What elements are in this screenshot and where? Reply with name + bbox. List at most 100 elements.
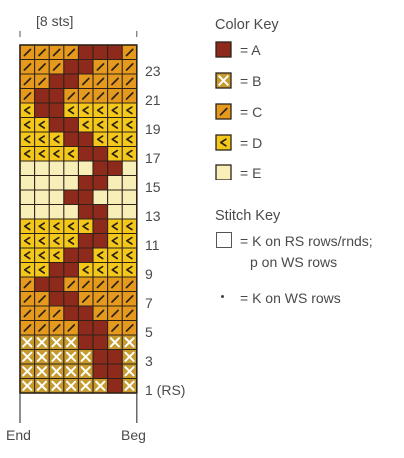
chart-cell: [49, 219, 64, 234]
chart-cell: [49, 175, 64, 190]
color-key-label-c: = C: [240, 104, 263, 120]
chart-cell: [107, 277, 123, 292]
chart-cell: [34, 233, 50, 248]
chart-cell: [34, 335, 50, 350]
dot-icon: [221, 295, 224, 298]
slash-symbol-icon: [67, 324, 76, 332]
chart-cell: [122, 233, 137, 248]
x-symbol-icon: [124, 366, 135, 377]
chart-cell: [122, 161, 137, 176]
chevron-symbol-icon: [126, 251, 133, 260]
chart-cell: [93, 161, 108, 176]
chart-cell: [34, 306, 50, 321]
chart-cell: [49, 378, 64, 393]
chart-cell: [20, 248, 35, 263]
row-number-9: 9: [145, 266, 153, 282]
chart-cell: [49, 117, 64, 132]
chart-cell: [34, 103, 50, 118]
chart-cell: [49, 320, 64, 335]
chart-cell: [20, 117, 35, 132]
chart-cell: [107, 364, 123, 379]
chart-cell: [20, 364, 35, 379]
chevron-symbol-icon: [111, 251, 119, 260]
chevron-symbol-icon: [67, 106, 75, 115]
chart-cell: [20, 262, 35, 277]
chevron-symbol-icon: [23, 106, 31, 115]
slash-symbol-icon: [125, 309, 134, 318]
chart-cell: [122, 204, 137, 219]
chevron-symbol-icon: [82, 222, 89, 231]
chart-cell: [107, 45, 123, 60]
slash-symbol-icon: [38, 77, 46, 86]
chart-cell: [78, 335, 93, 350]
chart-cell: [122, 219, 137, 234]
chevron-symbol-icon: [96, 120, 104, 129]
chart-cell: [78, 59, 93, 74]
chart-cell: [49, 103, 64, 118]
x-symbol-icon: [80, 366, 91, 377]
chart-cell: [63, 59, 79, 74]
chart-cell: [122, 277, 137, 292]
chart-cell: [20, 59, 35, 74]
chart-cell: [107, 320, 123, 335]
slash-symbol-icon: [67, 280, 76, 289]
chart-cell: [107, 59, 123, 74]
chart-cell: [49, 277, 64, 292]
chart-cell: [93, 349, 108, 364]
x-symbol-icon: [109, 337, 120, 348]
chevron-symbol-icon: [111, 236, 119, 245]
color-swatch-c: [215, 103, 232, 120]
chart-cell: [107, 378, 123, 393]
chart-grid: [20, 45, 137, 393]
chart-cell: [107, 291, 123, 306]
chart-cell: [20, 378, 35, 393]
chart-cell: [93, 277, 108, 292]
chart-cell: [63, 219, 79, 234]
slash-symbol-icon: [23, 280, 32, 289]
chart-cell: [107, 349, 123, 364]
chevron-symbol-icon: [111, 265, 119, 274]
chart-cell: [122, 74, 137, 89]
chart-cell: [122, 45, 137, 60]
chart-cell: [34, 175, 50, 190]
chart-cell: [63, 320, 79, 335]
slash-symbol-icon: [111, 280, 119, 289]
x-symbol-icon: [95, 380, 106, 391]
chevron-symbol-icon: [111, 106, 119, 115]
chart-cell: [20, 233, 35, 248]
chart-cell: [34, 291, 50, 306]
chart-cell: [93, 320, 108, 335]
chart-cell: [122, 103, 137, 118]
chart-cell: [78, 233, 93, 248]
slash-symbol-icon: [52, 63, 61, 71]
chevron-symbol-icon: [53, 135, 60, 144]
chart-cell: [93, 45, 108, 60]
chevron-symbol-icon: [53, 222, 60, 231]
chart-cell: [34, 117, 50, 132]
slash-symbol-icon: [38, 295, 46, 303]
slash-symbol-icon: [38, 63, 46, 71]
chart-cell: [34, 45, 50, 60]
chart-cell: [49, 349, 64, 364]
x-symbol-icon: [51, 366, 62, 377]
row-number-15: 15: [145, 179, 161, 195]
chart-cell: [93, 306, 108, 321]
x-symbol-icon: [51, 337, 62, 348]
chart-cell: [63, 117, 79, 132]
row-number-5: 5: [145, 324, 153, 340]
chart-cell: [93, 364, 108, 379]
chevron-symbol-icon: [23, 265, 31, 274]
chart-cell: [78, 349, 93, 364]
x-symbol-icon: [22, 337, 33, 348]
chevron-symbol-icon: [96, 251, 104, 260]
chart-cell: [49, 364, 64, 379]
chart-cell: [20, 45, 35, 60]
chevron-symbol-icon: [53, 236, 60, 245]
chart-cell: [93, 146, 108, 161]
beg-label: Beg: [121, 427, 146, 443]
chart-cell: [93, 291, 108, 306]
chart-cell: [107, 161, 123, 176]
slash-symbol-icon: [111, 309, 119, 318]
slash-symbol-icon: [111, 92, 119, 100]
slash-symbol-icon: [125, 48, 134, 57]
